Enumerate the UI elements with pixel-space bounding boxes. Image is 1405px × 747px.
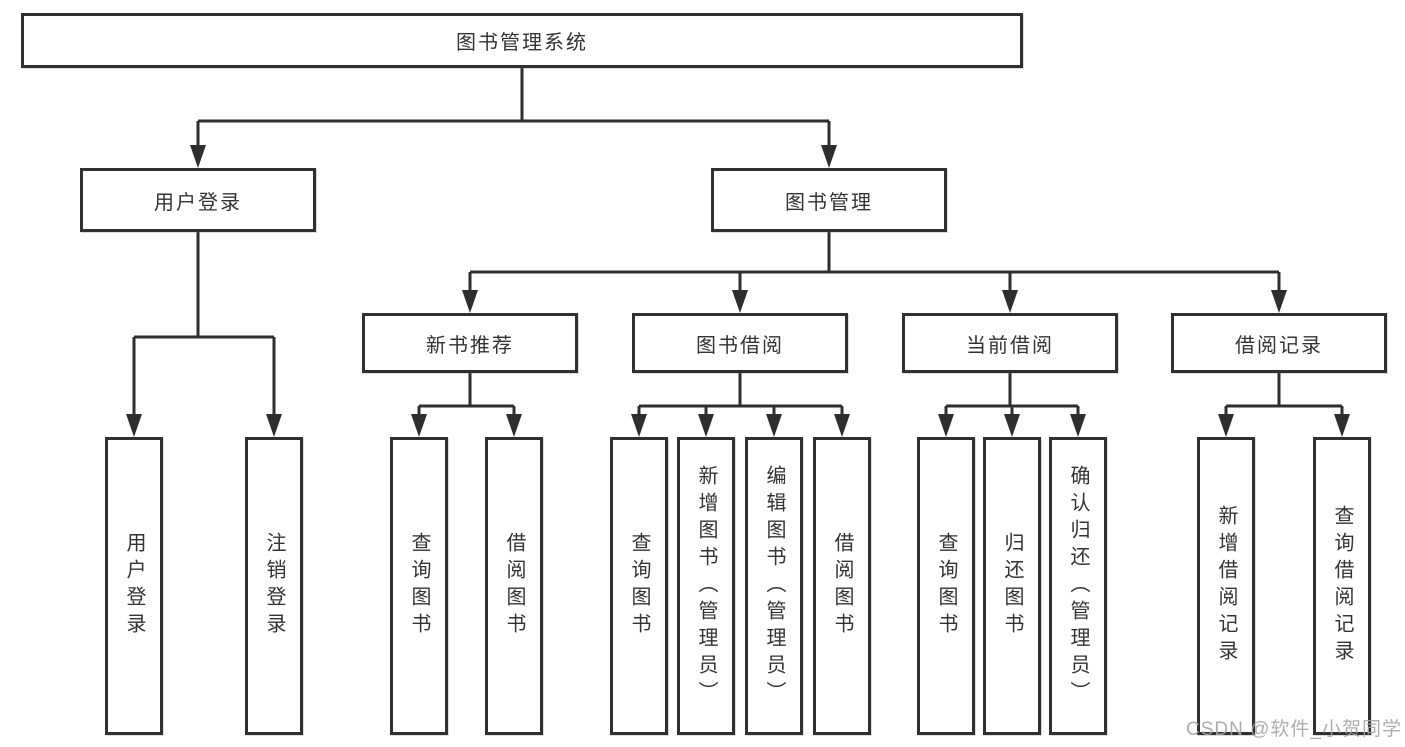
node-leaf-query-books-2: 查询图书: [610, 437, 668, 735]
node-leaf-logout: 注销登录: [245, 437, 303, 735]
node-leaf-add-book-admin: 新增图书（管理员）: [677, 437, 735, 735]
node-leaf-add-borrow-record: 新增借阅记录: [1197, 437, 1255, 735]
node-new-book-recommend: 新书推荐: [362, 313, 578, 373]
node-book-borrowing: 图书借阅: [632, 313, 848, 373]
node-leaf-borrow-books-2: 借阅图书: [813, 437, 871, 735]
arrowheads: [126, 145, 1350, 437]
node-user-login-branch: 用户登录: [80, 168, 316, 232]
node-leaf-query-borrow-record: 查询借阅记录: [1313, 437, 1371, 735]
node-leaf-user-login: 用户登录: [105, 437, 163, 735]
node-leaf-query-books-1: 查询图书: [390, 437, 448, 735]
csdn-watermark: CSDN @软件_小贺同学: [1186, 719, 1402, 740]
node-leaf-return-books: 归还图书: [983, 437, 1041, 735]
node-leaf-edit-book-admin: 编辑图书（管理员）: [745, 437, 803, 735]
node-current-borrowing: 当前借阅: [902, 313, 1118, 373]
node-leaf-query-books-3: 查询图书: [917, 437, 975, 735]
node-root-system: 图书管理系统: [21, 13, 1023, 68]
node-leaf-borrow-books-1: 借阅图书: [485, 437, 543, 735]
node-leaf-confirm-return-admin: 确认归还（管理员）: [1049, 437, 1107, 735]
node-book-management-branch: 图书管理: [711, 168, 947, 232]
node-borrowing-records: 借阅记录: [1171, 313, 1387, 373]
